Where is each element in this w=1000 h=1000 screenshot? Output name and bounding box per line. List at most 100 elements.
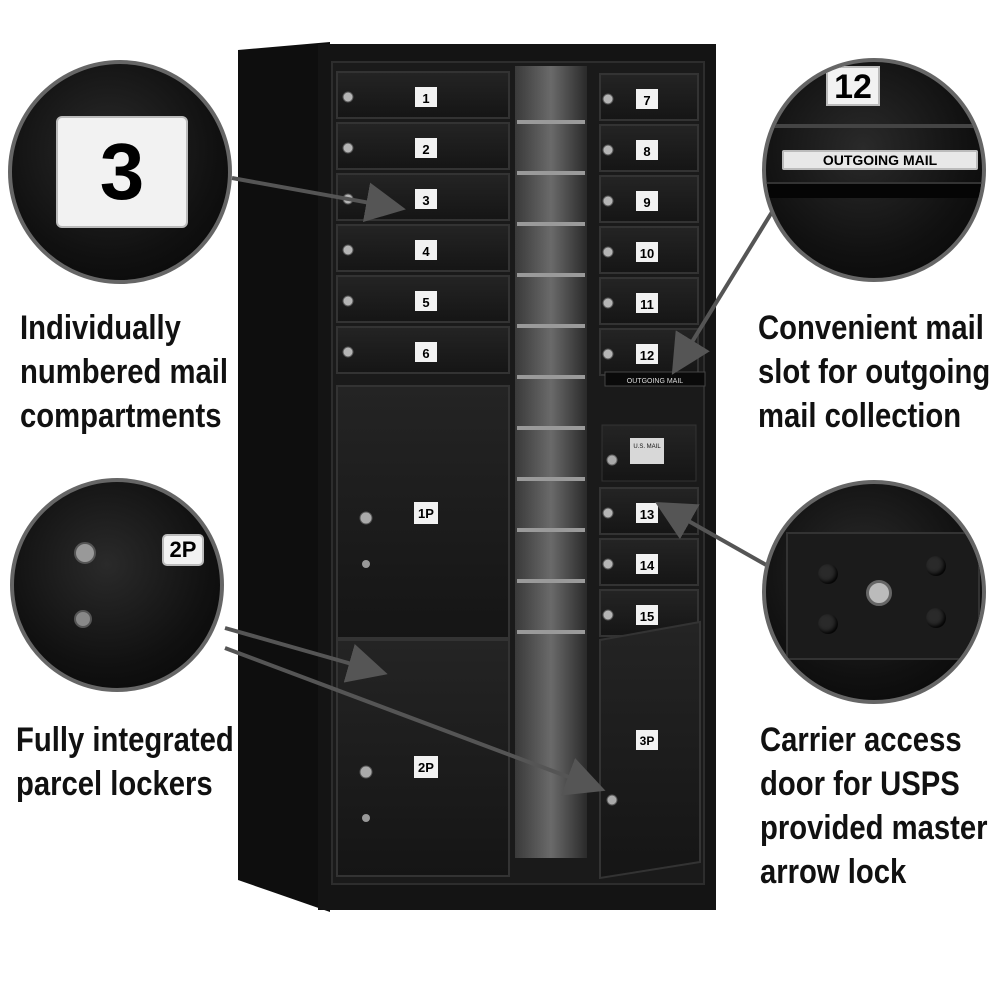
lock-icon[interactable] xyxy=(342,346,354,358)
zoom-parcel-label: 2P xyxy=(162,534,204,566)
left-door-column: 1 2 3 4 5 6 1P 2P xyxy=(336,71,510,877)
parcel-lock2-icon[interactable] xyxy=(362,814,370,822)
door-number: 10 xyxy=(640,246,654,261)
bay-shelf xyxy=(517,630,585,634)
lock-icon[interactable] xyxy=(342,91,354,103)
door-number: 7 xyxy=(643,93,650,108)
zoom-rivet-icon xyxy=(818,614,838,634)
usps-plate xyxy=(630,438,664,464)
outgoing-slot[interactable] xyxy=(604,371,706,387)
bay-shelf xyxy=(517,579,585,583)
door-panel[interactable] xyxy=(599,175,699,223)
mail-door-9[interactable]: 9 xyxy=(599,175,699,223)
mail-door-11[interactable]: 11 xyxy=(599,277,699,325)
usps-plate-text: U.S. MAIL xyxy=(633,444,661,450)
lock-icon[interactable] xyxy=(602,507,614,519)
door-number: 9 xyxy=(643,195,650,210)
lock-icon[interactable] xyxy=(602,348,614,360)
door-number-plate xyxy=(636,191,658,211)
zoom-rivet-icon xyxy=(818,564,838,584)
lock-icon[interactable] xyxy=(342,142,354,154)
door-number: 4 xyxy=(422,244,430,259)
parcel-label: 1P xyxy=(418,506,434,521)
outgoing-slot-label: OUTGOING MAIL xyxy=(627,378,684,385)
door-number-plate xyxy=(415,138,437,158)
door-number: 5 xyxy=(422,295,429,310)
lock-icon[interactable] xyxy=(602,609,614,621)
door-number-plate xyxy=(636,605,658,625)
lock-icon[interactable] xyxy=(602,246,614,258)
parcel-label-plate xyxy=(414,502,438,524)
door-number-plate xyxy=(636,344,658,364)
bay-shelf xyxy=(517,273,585,277)
bay-shelf xyxy=(517,171,585,175)
door-number-plate xyxy=(415,240,437,260)
mail-door-7[interactable]: 7 xyxy=(599,73,699,121)
lock-icon[interactable] xyxy=(602,93,614,105)
zoom-rivet-icon xyxy=(926,556,946,576)
zoom-number-plate: 3 xyxy=(56,116,188,228)
mail-door-1[interactable]: 1 xyxy=(336,71,510,119)
arrow-parcel-1 xyxy=(224,626,388,683)
parcel-lock-icon[interactable] xyxy=(359,511,373,525)
door-number: 13 xyxy=(640,507,654,522)
bay-shelf xyxy=(517,375,585,379)
door-number-plate xyxy=(636,242,658,262)
mail-door-12[interactable]: 12 xyxy=(599,328,699,376)
door-number-plate xyxy=(415,291,437,311)
door-number: 14 xyxy=(640,558,655,573)
zoom-circle-carrier xyxy=(762,480,986,704)
bay-shelves xyxy=(517,120,585,634)
mail-door-13[interactable]: 13 xyxy=(599,487,699,535)
lock-icon[interactable] xyxy=(602,144,614,156)
zoom-rivet-icon xyxy=(926,608,946,628)
bay-shelf xyxy=(517,222,585,226)
zoom-circle-outgoing: 12 OUTGOING MAIL xyxy=(762,58,986,282)
door-number-plate xyxy=(415,189,437,209)
parcel-lock2-icon[interactable] xyxy=(362,560,370,568)
zoom-circle-number: 3 xyxy=(8,60,232,284)
mail-door-14[interactable]: 14 xyxy=(599,538,699,586)
arrow-carrier xyxy=(655,502,769,568)
bay-shelf xyxy=(517,477,585,481)
master-arrow-lock[interactable] xyxy=(606,454,618,466)
mail-door-3[interactable]: 3 xyxy=(336,173,510,221)
door-number: 2 xyxy=(422,142,429,157)
parcel-locker-1P[interactable]: 1P xyxy=(336,385,510,639)
door-number-plate xyxy=(636,554,658,574)
zoom-slot xyxy=(766,182,982,198)
parcel-label: 2P xyxy=(418,760,434,775)
mail-door-5[interactable]: 5 xyxy=(336,275,510,323)
mail-door-10[interactable]: 10 xyxy=(599,226,699,274)
door-number-plate xyxy=(636,503,658,523)
door-number: 11 xyxy=(640,297,654,312)
door-number: 15 xyxy=(640,609,654,624)
zoom-carrier-lock-icon xyxy=(866,580,892,606)
lock-icon[interactable] xyxy=(602,195,614,207)
bay-shelf xyxy=(517,324,585,328)
mail-door-8[interactable]: 8 xyxy=(599,124,699,172)
zoom-compartment-label: 12 xyxy=(826,66,880,106)
parcel-locker-2P[interactable]: 2P xyxy=(336,639,510,877)
caption-parcel-lockers: Fully integrated parcel lockers xyxy=(16,721,234,803)
bay-shelf xyxy=(517,120,585,124)
caption-carrier-door: Carrier access door for USPS provided ma… xyxy=(760,721,988,891)
door-number-plate xyxy=(636,140,658,160)
door-number: 8 xyxy=(643,144,650,159)
mail-door-2[interactable]: 2 xyxy=(336,122,510,170)
mail-door-4[interactable]: 4 xyxy=(336,224,510,272)
parcel-locker-3P[interactable]: 3P xyxy=(599,620,701,880)
door-number-plate xyxy=(415,342,437,362)
open-bay xyxy=(515,66,587,858)
lock-icon[interactable] xyxy=(342,295,354,307)
lock-icon[interactable] xyxy=(342,244,354,256)
lock-icon[interactable] xyxy=(602,558,614,570)
arrow-number xyxy=(231,176,406,222)
mail-door-6[interactable]: 6 xyxy=(336,326,510,374)
parcel-lock-icon[interactable] xyxy=(359,765,373,779)
door-number-plate xyxy=(415,87,437,107)
arrow-parcel-2 xyxy=(224,646,606,796)
lock-icon[interactable] xyxy=(602,297,614,309)
parcel-lock-icon[interactable] xyxy=(606,794,618,806)
